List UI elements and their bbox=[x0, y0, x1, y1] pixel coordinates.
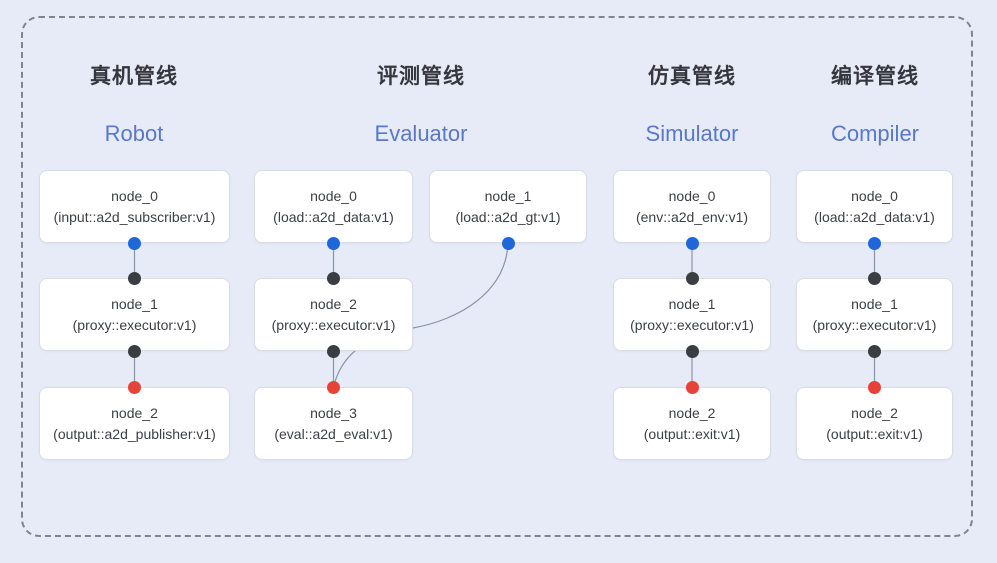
pipeline-subtitle-compiler: Compiler bbox=[830, 121, 920, 146]
node-name: node_2 bbox=[851, 404, 898, 421]
port-output-black-icon bbox=[868, 345, 881, 358]
node-type: (output::exit:v1) bbox=[643, 425, 741, 442]
pipeline-title-evaluator: 评测管线 bbox=[377, 65, 465, 88]
node-compiler-node_0[interactable]: node_0 (load::a2d_data:v1) bbox=[796, 170, 953, 243]
port-input-black-icon bbox=[327, 271, 340, 285]
node-name: node_1 bbox=[484, 187, 532, 204]
node-type: (load::a2d_gt:v1) bbox=[455, 208, 561, 225]
port-output-blue-icon bbox=[868, 236, 881, 250]
node-name: node_0 bbox=[668, 187, 716, 204]
node-name: node_0 bbox=[851, 187, 898, 204]
port-output-black-icon bbox=[685, 345, 699, 358]
pipeline-subtitle-evaluator: Evaluator bbox=[374, 121, 468, 146]
pipeline-title-simulator: 仿真管线 bbox=[648, 65, 736, 88]
node-type: (env::a2d_env:v1) bbox=[635, 208, 749, 225]
node-name: node_2 bbox=[310, 295, 357, 312]
port-input-black-icon bbox=[685, 271, 699, 285]
node-type: (eval::a2d_eval:v1) bbox=[274, 425, 393, 442]
node-simulator-node_0[interactable]: node_0 (env::a2d_env:v1) bbox=[613, 170, 771, 243]
node-name: node_1 bbox=[668, 295, 716, 312]
node-type: (output::a2d_publisher:v1) bbox=[53, 425, 216, 442]
edge-evaluator-1-3-curve bbox=[332, 242, 509, 388]
port-input-red-icon bbox=[685, 380, 699, 394]
node-name: node_0 bbox=[310, 187, 357, 204]
pipeline-subtitle-simulator: Simulator bbox=[645, 121, 739, 146]
node-type: (proxy::executor:v1) bbox=[812, 316, 937, 333]
node-type: (proxy::executor:v1) bbox=[630, 316, 754, 333]
pipeline-subtitle-robot: Robot bbox=[104, 121, 164, 146]
node-simulator-node_2[interactable]: node_2 (output::exit:v1) bbox=[613, 387, 771, 460]
port-output-blue-icon bbox=[128, 236, 141, 250]
node-type: (load::a2d_data:v1) bbox=[273, 208, 394, 225]
node-robot-node_2[interactable]: node_2 (output::a2d_publisher:v1) bbox=[39, 387, 230, 460]
node-type: (output::exit:v1) bbox=[826, 425, 923, 442]
pipeline-title-robot: 真机管线 bbox=[90, 65, 178, 88]
node-type: (proxy::executor:v1) bbox=[271, 316, 396, 333]
node-name: node_1 bbox=[111, 295, 158, 312]
port-input-red-icon bbox=[868, 380, 881, 394]
port-output-blue-icon bbox=[685, 236, 699, 250]
node-simulator-node_1[interactable]: node_1 (proxy::executor:v1) bbox=[613, 278, 771, 351]
node-evaluator-node_1[interactable]: node_1 (load::a2d_gt:v1) bbox=[429, 170, 587, 243]
node-type: (proxy::executor:v1) bbox=[72, 316, 197, 333]
port-input-black-icon bbox=[868, 271, 881, 285]
node-name: node_1 bbox=[851, 295, 898, 312]
node-name: node_0 bbox=[111, 187, 158, 204]
port-input-red-icon bbox=[327, 380, 340, 394]
port-output-blue-icon bbox=[501, 236, 515, 250]
node-type: (input::a2d_subscriber:v1) bbox=[53, 208, 216, 225]
port-output-blue-icon bbox=[327, 236, 340, 250]
node-robot-node_0[interactable]: node_0 (input::a2d_subscriber:v1) bbox=[39, 170, 230, 243]
port-input-black-icon bbox=[128, 271, 141, 285]
node-compiler-node_2[interactable]: node_2 (output::exit:v1) bbox=[796, 387, 953, 460]
pipeline-title-compiler: 编译管线 bbox=[831, 65, 919, 88]
node-compiler-node_1[interactable]: node_1 (proxy::executor:v1) bbox=[796, 278, 953, 351]
node-evaluator-node_0[interactable]: node_0 (load::a2d_data:v1) bbox=[254, 170, 413, 243]
port-input-red-icon bbox=[128, 380, 141, 394]
node-evaluator-node_2[interactable]: node_2 (proxy::executor:v1) bbox=[254, 278, 413, 351]
node-evaluator-node_3[interactable]: node_3 (eval::a2d_eval:v1) bbox=[254, 387, 413, 460]
node-name: node_3 bbox=[310, 404, 357, 421]
node-name: node_2 bbox=[111, 404, 158, 421]
node-type: (load::a2d_data:v1) bbox=[814, 208, 935, 225]
dashed-frame bbox=[21, 16, 973, 537]
port-output-black-icon bbox=[128, 345, 141, 358]
node-name: node_2 bbox=[668, 404, 716, 421]
node-robot-node_1[interactable]: node_1 (proxy::executor:v1) bbox=[39, 278, 230, 351]
port-output-black-icon bbox=[327, 345, 340, 358]
